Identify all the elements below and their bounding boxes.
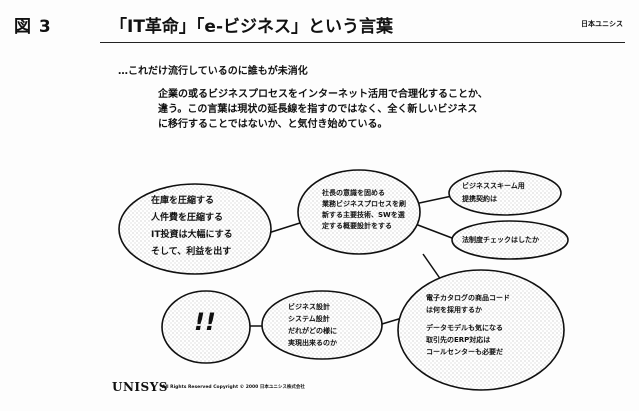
bubble-line: は何を採用するか [426,306,482,314]
bubble-line: 提携契約は [462,195,497,203]
bubble-line: データモデルも気になる [426,324,503,332]
bubble-line: 社長の意識を固める [322,189,385,197]
bubble-center-text: 社長の意識を固める 業務ビジネスプロセスを刷 新する主要技術、SWを選 定する概… [322,188,406,232]
bubble-line: 定する概要設計をする [322,222,392,230]
paragraph-line: 違う。この言葉は現状の延長線を指すのではなく、全く新しいビジネス [158,104,478,115]
bubble-top-right-1 [448,170,562,216]
page-title: 「IT革命」「e-ビジネス」という言葉 [110,17,394,37]
figure-label: 図 3 [14,17,52,37]
bubble-line: 人件費を圧縮する [151,213,224,223]
bubble-line: システム設計 [288,315,330,323]
bubble-line: 在庫を圧縮する [151,196,215,206]
bubble-line: 実現出来るのか [288,339,337,347]
bubble-line: ビジネス設計 [288,303,330,311]
paragraph-line: に移行することではないか、と気付き始めている。 [158,119,388,130]
paragraph-line: 企業の或るビジネスプロセスをインターネット活用で合理化することか、 [158,89,488,100]
bubble-left-text: 在庫を圧縮する 人件費を圧縮する IT投資は大幅にする そして、利益を出す [151,193,233,261]
bubble-line: 取引先のERP対応は [426,336,491,344]
bubble-top-right-1-text: ビジネススキーム用 提携契約は [462,180,525,206]
bubble-middle [261,290,383,360]
bubble-line: だれがどの様に [288,327,337,335]
copyright-text: All Rights Reserved Copyright © 2000 日本ユ… [162,385,305,390]
bubble-left [118,183,272,275]
bubble-line: コールセンターも必要だ [426,348,503,356]
header-divider [100,42,625,43]
bubble-line: 業務ビジネスプロセスを刷 [322,200,406,208]
corner-mark: 日本ユニシス [581,20,623,28]
bubble-middle-text: ビジネス設計 システム設計 だれがどの様に 実現出来るのか [288,301,337,349]
subtitle: …これだけ流行しているのに誰もが未消化 [118,66,308,77]
bubble-top-right-2 [451,220,569,260]
bubble-bottom-right [397,269,565,391]
bubble-top-right-2-text: 法制度チェックはしたか [462,235,539,246]
bubble-line: ビジネススキーム用 [462,182,525,190]
bubble-exclaim-text: !! [194,308,216,336]
bubble-line: 電子カタログの商品コード [426,294,510,302]
unisys-logo: UNISYS [112,380,168,394]
bubble-exclaim [161,290,251,364]
bubble-line: そして、利益を出す [151,247,232,257]
bubble-line: 法制度チェックはしたか [462,236,539,244]
bubble-center [297,169,421,255]
bubble-line: 新する主要技術、SWを選 [322,211,405,219]
intro-paragraph: 企業の或るビジネスプロセスをインターネット活用で合理化することか、 違う。この言… [158,87,598,132]
bubble-line: IT投資は大幅にする [151,230,233,240]
bubble-bottom-right-text: 電子カタログの商品コード は何を採用するか データモデルも気になる 取引先のER… [426,292,510,358]
